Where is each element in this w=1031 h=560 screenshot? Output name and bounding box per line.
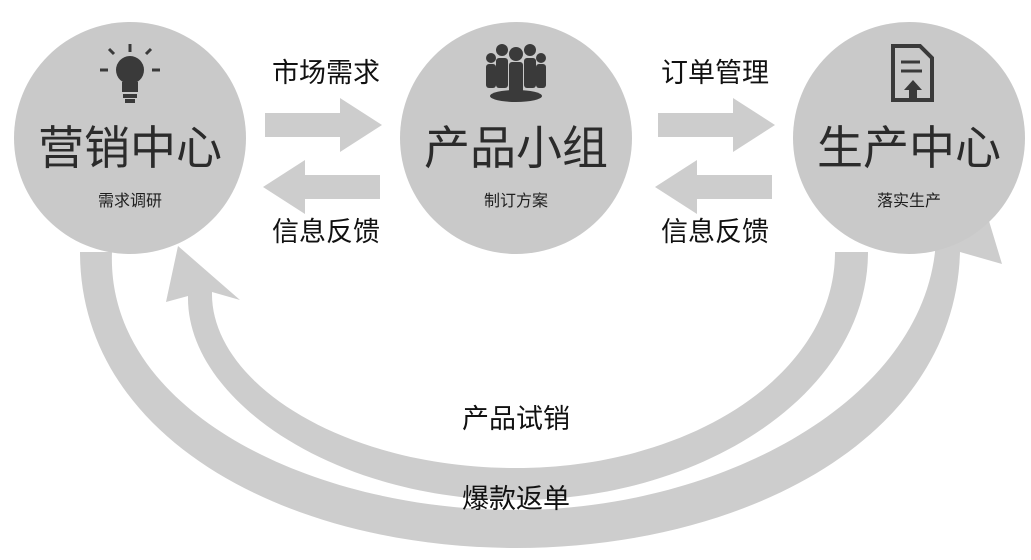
team-icon [486,44,546,102]
product-title: 产品小组 [424,121,608,175]
marketing-title: 营销中心 [38,121,222,175]
order-management-arrow [658,98,775,152]
marketing-circle [14,22,246,254]
product-circle [400,22,632,254]
product-subtitle: 制订方案 [484,191,548,210]
lightbulb-icon [100,44,160,103]
production-circle [793,22,1025,254]
document-upload-icon [891,44,934,102]
production-title: 生产中心 [817,121,1001,175]
bestseller-reorder-arc [80,178,1002,548]
feedback-left-label: 信息反馈 [272,217,380,248]
feedback-left-arrow [263,160,380,214]
market-demand-arrow [265,98,382,152]
product-trial-label: 产品试销 [462,404,570,435]
feedback-right-label: 信息反馈 [661,217,769,248]
production-subtitle: 落实生产 [877,191,941,210]
product-trial-arc [166,246,868,500]
market-demand-label: 市场需求 [272,58,380,89]
order-management-label: 订单管理 [661,58,769,89]
bestseller-reorder-label: 爆款返单 [462,484,570,515]
feedback-right-arrow [655,160,772,214]
marketing-subtitle: 需求调研 [98,191,162,210]
